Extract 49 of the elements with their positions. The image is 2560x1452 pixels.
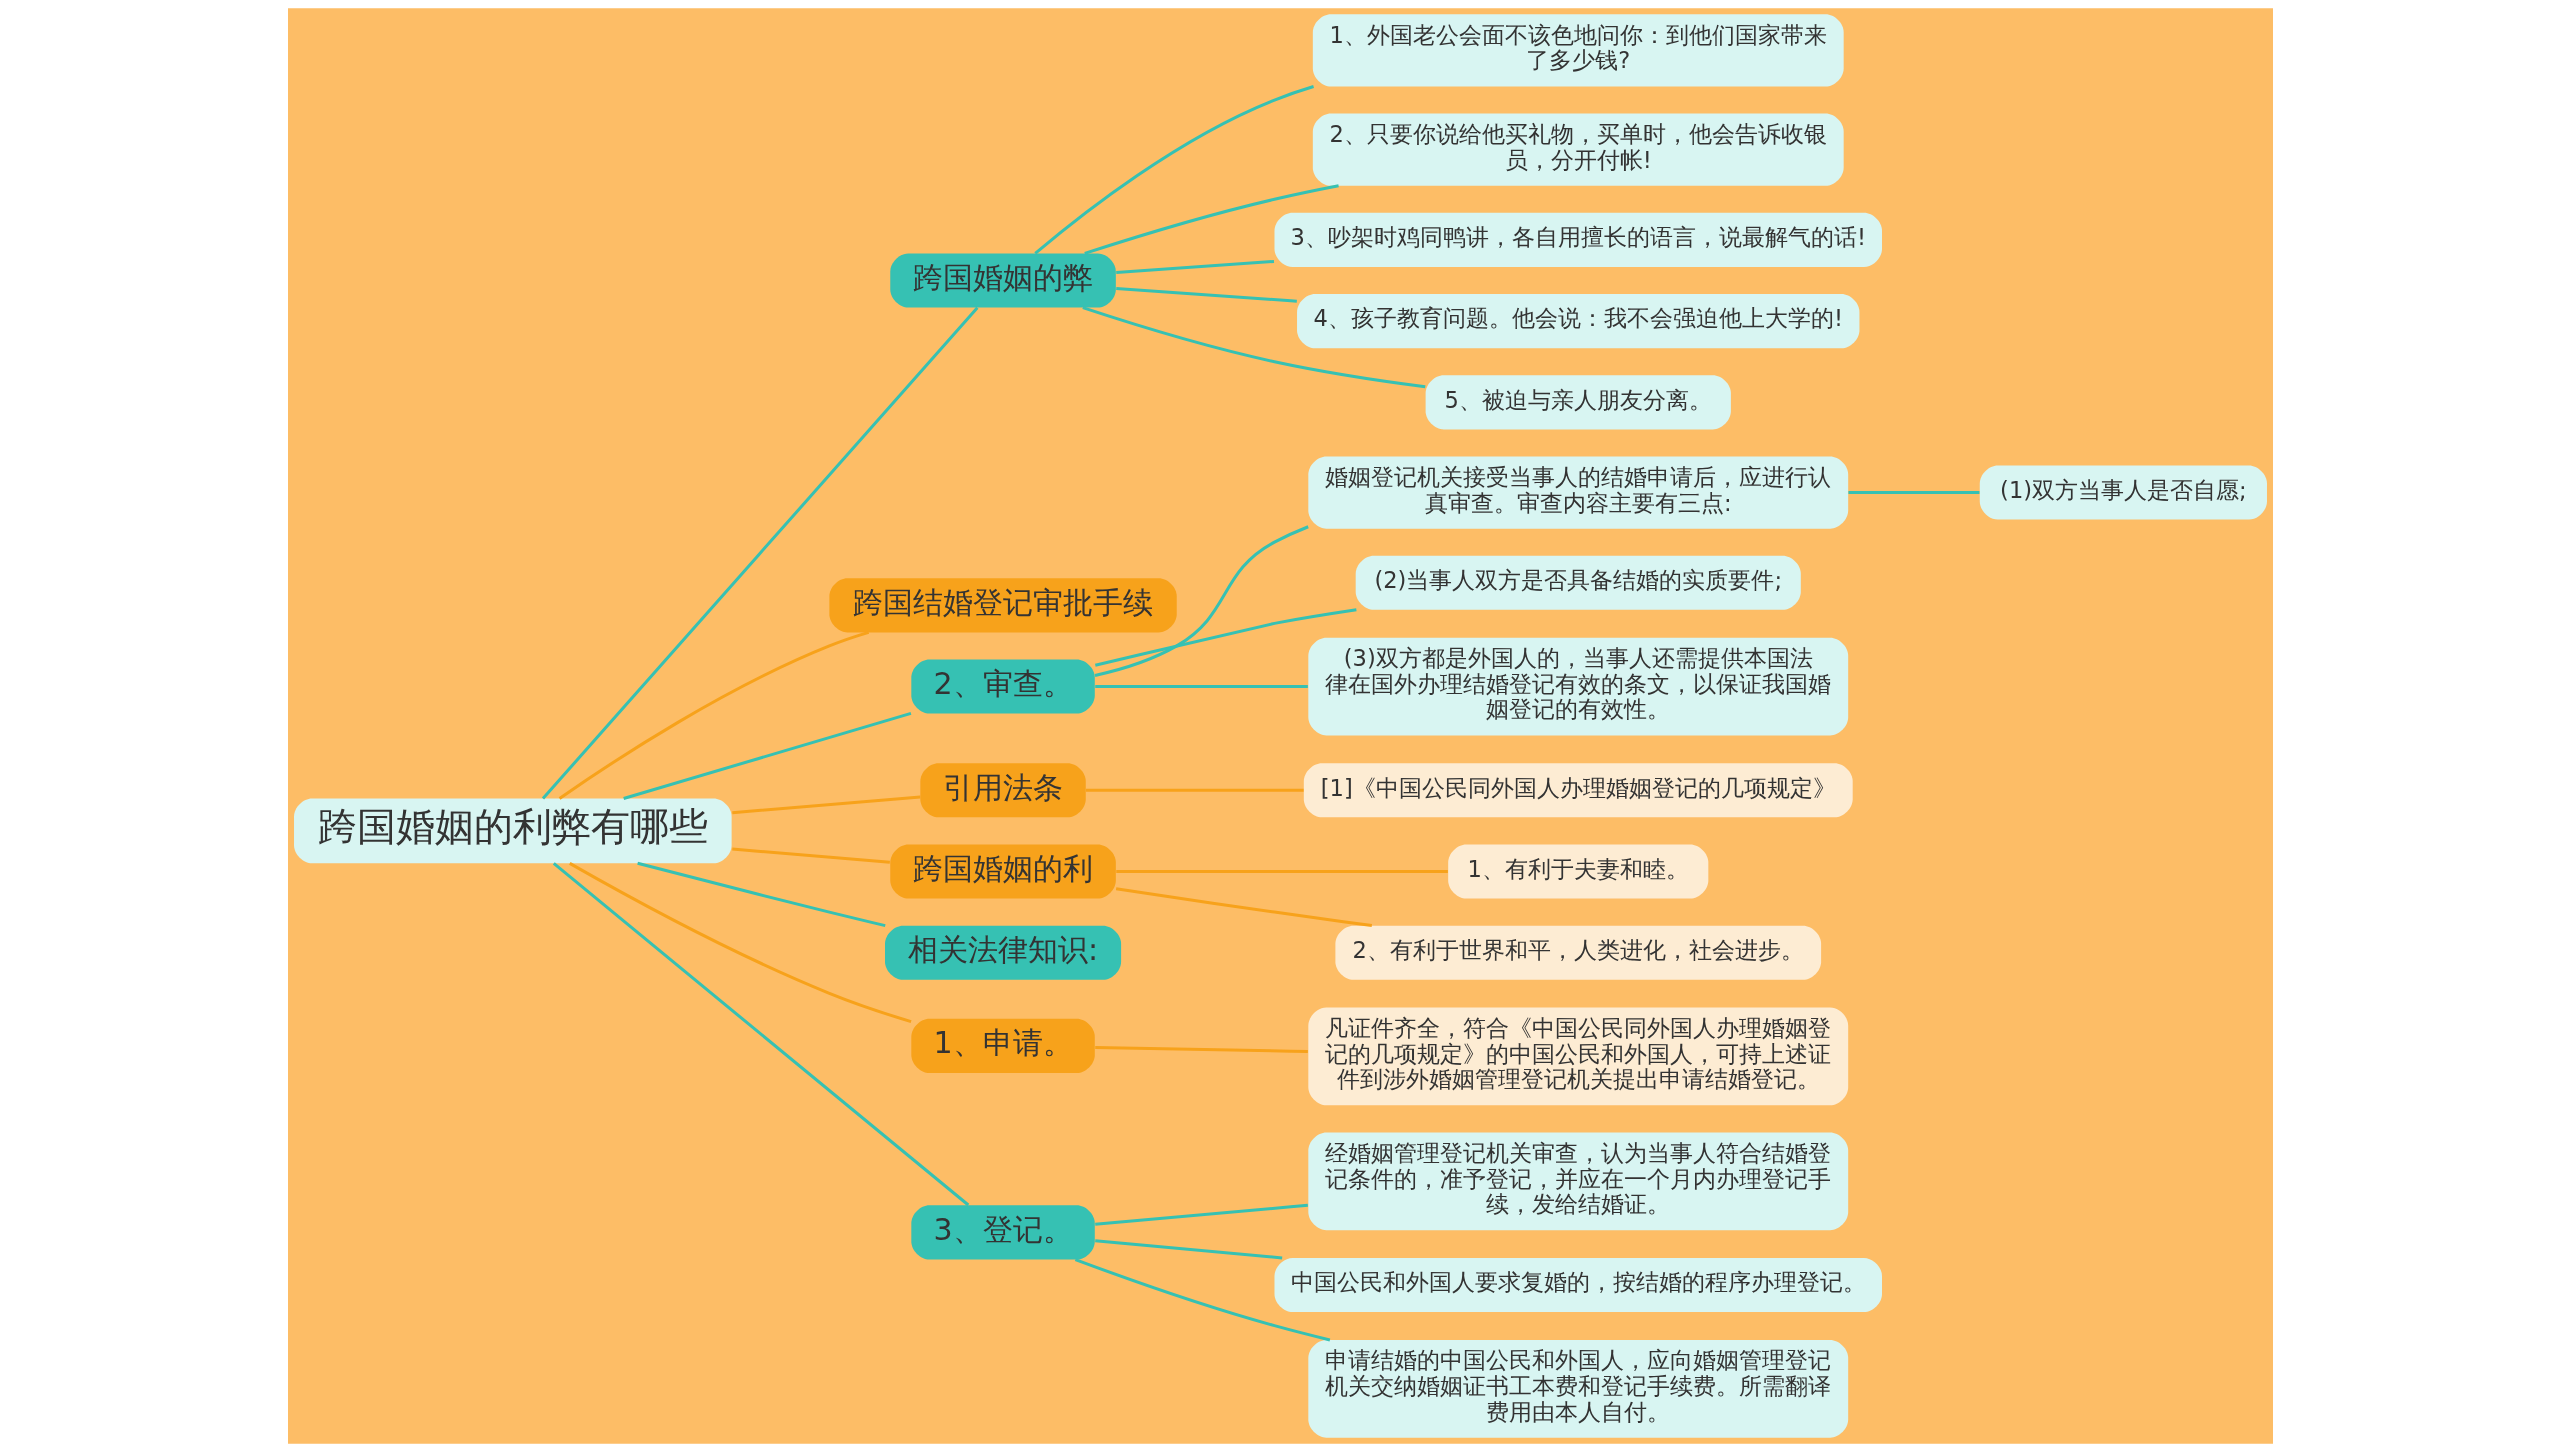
connector (1033, 85, 1314, 255)
node-box: 跨国结婚登记审批手续 (828, 578, 1177, 633)
node-box: 1、申请。 (910, 1018, 1095, 1073)
connector (1115, 259, 1274, 275)
node-box: 申请结婚的中国公民和外国人，应向婚姻管理登记机关交纳婚姻证书工本费和登记手续费。所需翻译费用由本人自付。 (1307, 1339, 1848, 1438)
connector (1115, 286, 1297, 303)
connector (558, 630, 869, 800)
node-box: 经婚姻管理登记机关审查，认为当事人符合结婚登记条件的，准予登记，并应在一个月内办理登记手续，发给结婚证。 (1307, 1132, 1848, 1231)
node-box: 凡证件齐全，符合《中国公民同外国人办理婚姻登记的几项规定》的中国公民和外国人，可持上述证件到涉外婚姻管理登记机关提出申请结婚登记。 (1307, 1007, 1848, 1106)
node-box: 跨国婚姻的弊 (889, 253, 1116, 308)
connector (1094, 1203, 1308, 1226)
connector (1081, 306, 1425, 389)
connector (731, 847, 890, 864)
connector (541, 306, 978, 800)
connector (622, 711, 911, 800)
node-box: 跨国婚姻的利弊有哪些 (293, 798, 732, 864)
node-box: 中国公民和外国人要求复婚的，按结婚的程序办理登记。 (1274, 1257, 1882, 1313)
connector (1115, 887, 1372, 928)
node-box: 相关法律知识: (884, 925, 1121, 980)
connector (731, 795, 920, 815)
node-box: 2、有利于世界和平，人类进化，社会进步。 (1334, 925, 1821, 980)
node-box: 1、有利于夫妻和睦。 (1447, 844, 1708, 899)
connector (1847, 491, 1979, 495)
node-box: 2、审查。 (910, 659, 1095, 714)
node-box: 婚姻登记机关接受当事人的结婚申请后，应进行认真审查。审查内容主要有三点: (1307, 456, 1848, 529)
node-box: 4、孩子教育问题。他会说：我不会强迫他上大学的! (1296, 294, 1859, 349)
node-box: (1)双方当事人是否自愿; (1979, 465, 2267, 520)
connector (636, 861, 886, 928)
node-box: 5、被迫与亲人朋友分离。 (1425, 375, 1731, 430)
node-box: 跨国婚姻的利 (889, 844, 1116, 899)
connector (1094, 608, 1357, 667)
node-box: (2)当事人双方是否具备结婚的实质要件; (1355, 555, 1801, 610)
node-box: (3)双方都是外国人的，当事人还需提供本国法律在国外办理结婚登记有效的条文，以保证我国婚姻登记的有效性。 (1307, 637, 1848, 736)
connector (552, 862, 969, 1207)
node-box: [1]《中国公民同外国人办理婚姻登记的几项规定》 (1303, 763, 1853, 818)
connector (1074, 1258, 1330, 1342)
connector (1094, 525, 1309, 677)
node-box: 3、吵架时鸡同鸭讲，各自用擅长的语言，说最解气的话! (1274, 212, 1882, 267)
connector (1094, 1046, 1308, 1053)
node-box: 3、登记。 (910, 1205, 1095, 1260)
connector (1094, 685, 1308, 689)
connector (1115, 870, 1448, 873)
connector (1094, 1239, 1282, 1260)
connector (568, 862, 912, 1024)
node-box: 引用法条 (919, 763, 1086, 818)
connector (1085, 788, 1304, 792)
connector (1083, 184, 1339, 255)
node-box: 2、只要你说给他买礼物，买单时，他会告诉收银员，分开付帐! (1312, 113, 1844, 186)
node-box: 1、外国老公会面不该色地问你：到他们国家带来了多少钱? (1312, 14, 1844, 87)
